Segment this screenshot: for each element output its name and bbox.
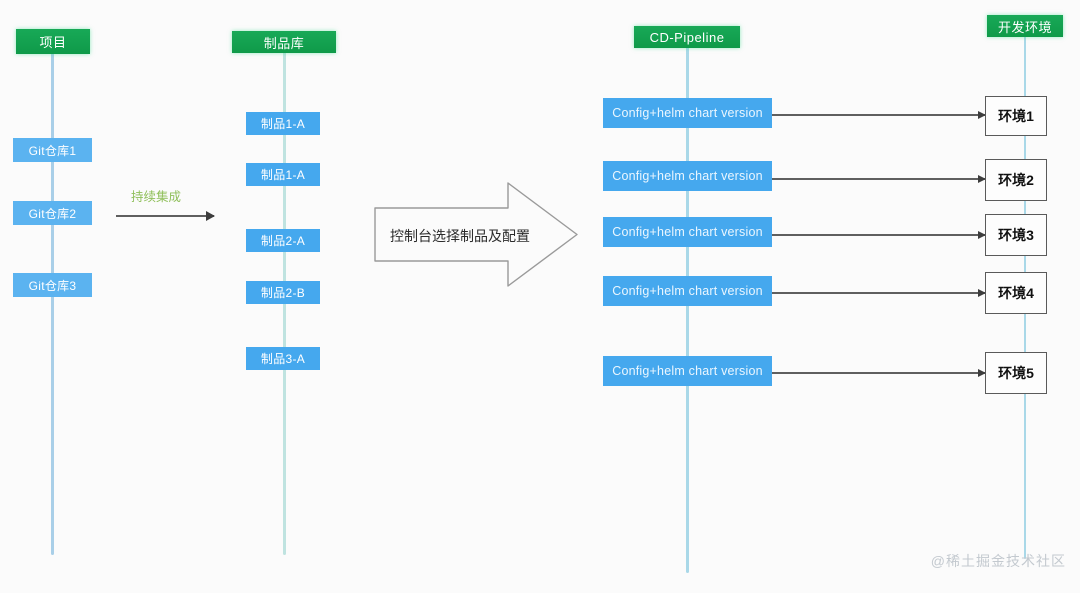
node-cd-config-5[interactable]: Config+helm chart version (603, 356, 772, 386)
lane-rail-project (51, 50, 54, 555)
node-artifact-3-label: 制品2-A (260, 234, 306, 248)
lane-header-project-label: 项目 (39, 35, 67, 50)
node-cd-config-3[interactable]: Config+helm chart version (603, 217, 772, 247)
connector-config-1-to-env-1 (772, 114, 985, 116)
node-artifact-5-label: 制品3-A (260, 352, 306, 366)
node-artifact-2[interactable]: 制品1-A (246, 163, 320, 186)
node-git-repo-2-label: Git仓库2 (28, 206, 77, 221)
node-cd-config-1[interactable]: Config+helm chart version (603, 98, 772, 128)
lane-header-artifact-repo-label: 制品库 (263, 35, 305, 51)
node-cd-config-2-label: Config+helm chart version (612, 169, 763, 183)
node-env-1[interactable]: 环境1 (985, 96, 1047, 136)
connector-config-5-to-env-5 (772, 372, 985, 374)
node-artifact-1[interactable]: 制品1-A (246, 112, 320, 135)
node-env-3-label: 环境3 (998, 227, 1034, 243)
node-cd-config-3-label: Config+helm chart version (612, 225, 763, 239)
ci-arrow (116, 215, 214, 217)
node-cd-config-5-label: Config+helm chart version (612, 364, 763, 378)
lane-rail-cd-pipeline (686, 46, 689, 573)
node-git-repo-3-label: Git仓库3 (28, 278, 77, 293)
lane-header-dev-environment: 开发环境 (987, 15, 1063, 37)
node-env-1-label: 环境1 (998, 108, 1034, 124)
node-cd-config-2[interactable]: Config+helm chart version (603, 161, 772, 191)
node-git-repo-1[interactable]: Git仓库1 (13, 138, 92, 162)
lane-header-cd-pipeline-label: CD-Pipeline (649, 29, 725, 45)
node-git-repo-2[interactable]: Git仓库2 (13, 201, 92, 225)
node-artifact-4-label: 制品2-B (260, 286, 306, 300)
node-env-4-label: 环境4 (998, 285, 1034, 301)
lane-header-artifact-repo: 制品库 (232, 31, 336, 53)
node-cd-config-1-label: Config+helm chart version (612, 106, 763, 120)
node-env-5[interactable]: 环境5 (985, 352, 1047, 394)
node-git-repo-3[interactable]: Git仓库3 (13, 273, 92, 297)
node-env-5-label: 环境5 (998, 365, 1034, 381)
node-artifact-2-label: 制品1-A (260, 168, 306, 182)
node-artifact-3[interactable]: 制品2-A (246, 229, 320, 252)
lane-header-dev-environment-label: 开发环境 (997, 19, 1052, 35)
ci-arrow-label: 持续集成 (131, 190, 182, 204)
node-env-4[interactable]: 环境4 (985, 272, 1047, 314)
console-select-block-arrow-label: 控制台选择制品及配置 (390, 228, 530, 244)
node-git-repo-1-label: Git仓库1 (28, 143, 77, 158)
node-env-2[interactable]: 环境2 (985, 159, 1047, 201)
node-env-3[interactable]: 环境3 (985, 214, 1047, 256)
lane-header-cd-pipeline: CD-Pipeline (634, 26, 740, 48)
node-artifact-4[interactable]: 制品2-B (246, 281, 320, 304)
node-artifact-1-label: 制品1-A (260, 117, 306, 131)
connector-config-4-to-env-4 (772, 292, 985, 294)
connector-config-3-to-env-3 (772, 234, 985, 236)
watermark: @稀土掘金技术社区 (930, 553, 1066, 569)
lane-header-project: 项目 (16, 29, 90, 54)
node-cd-config-4-label: Config+helm chart version (612, 284, 763, 298)
node-artifact-5[interactable]: 制品3-A (246, 347, 320, 370)
node-env-2-label: 环境2 (998, 172, 1034, 188)
console-select-block-arrow: 控制台选择制品及配置 (374, 182, 578, 287)
node-cd-config-4[interactable]: Config+helm chart version (603, 276, 772, 306)
connector-config-2-to-env-2 (772, 178, 985, 180)
